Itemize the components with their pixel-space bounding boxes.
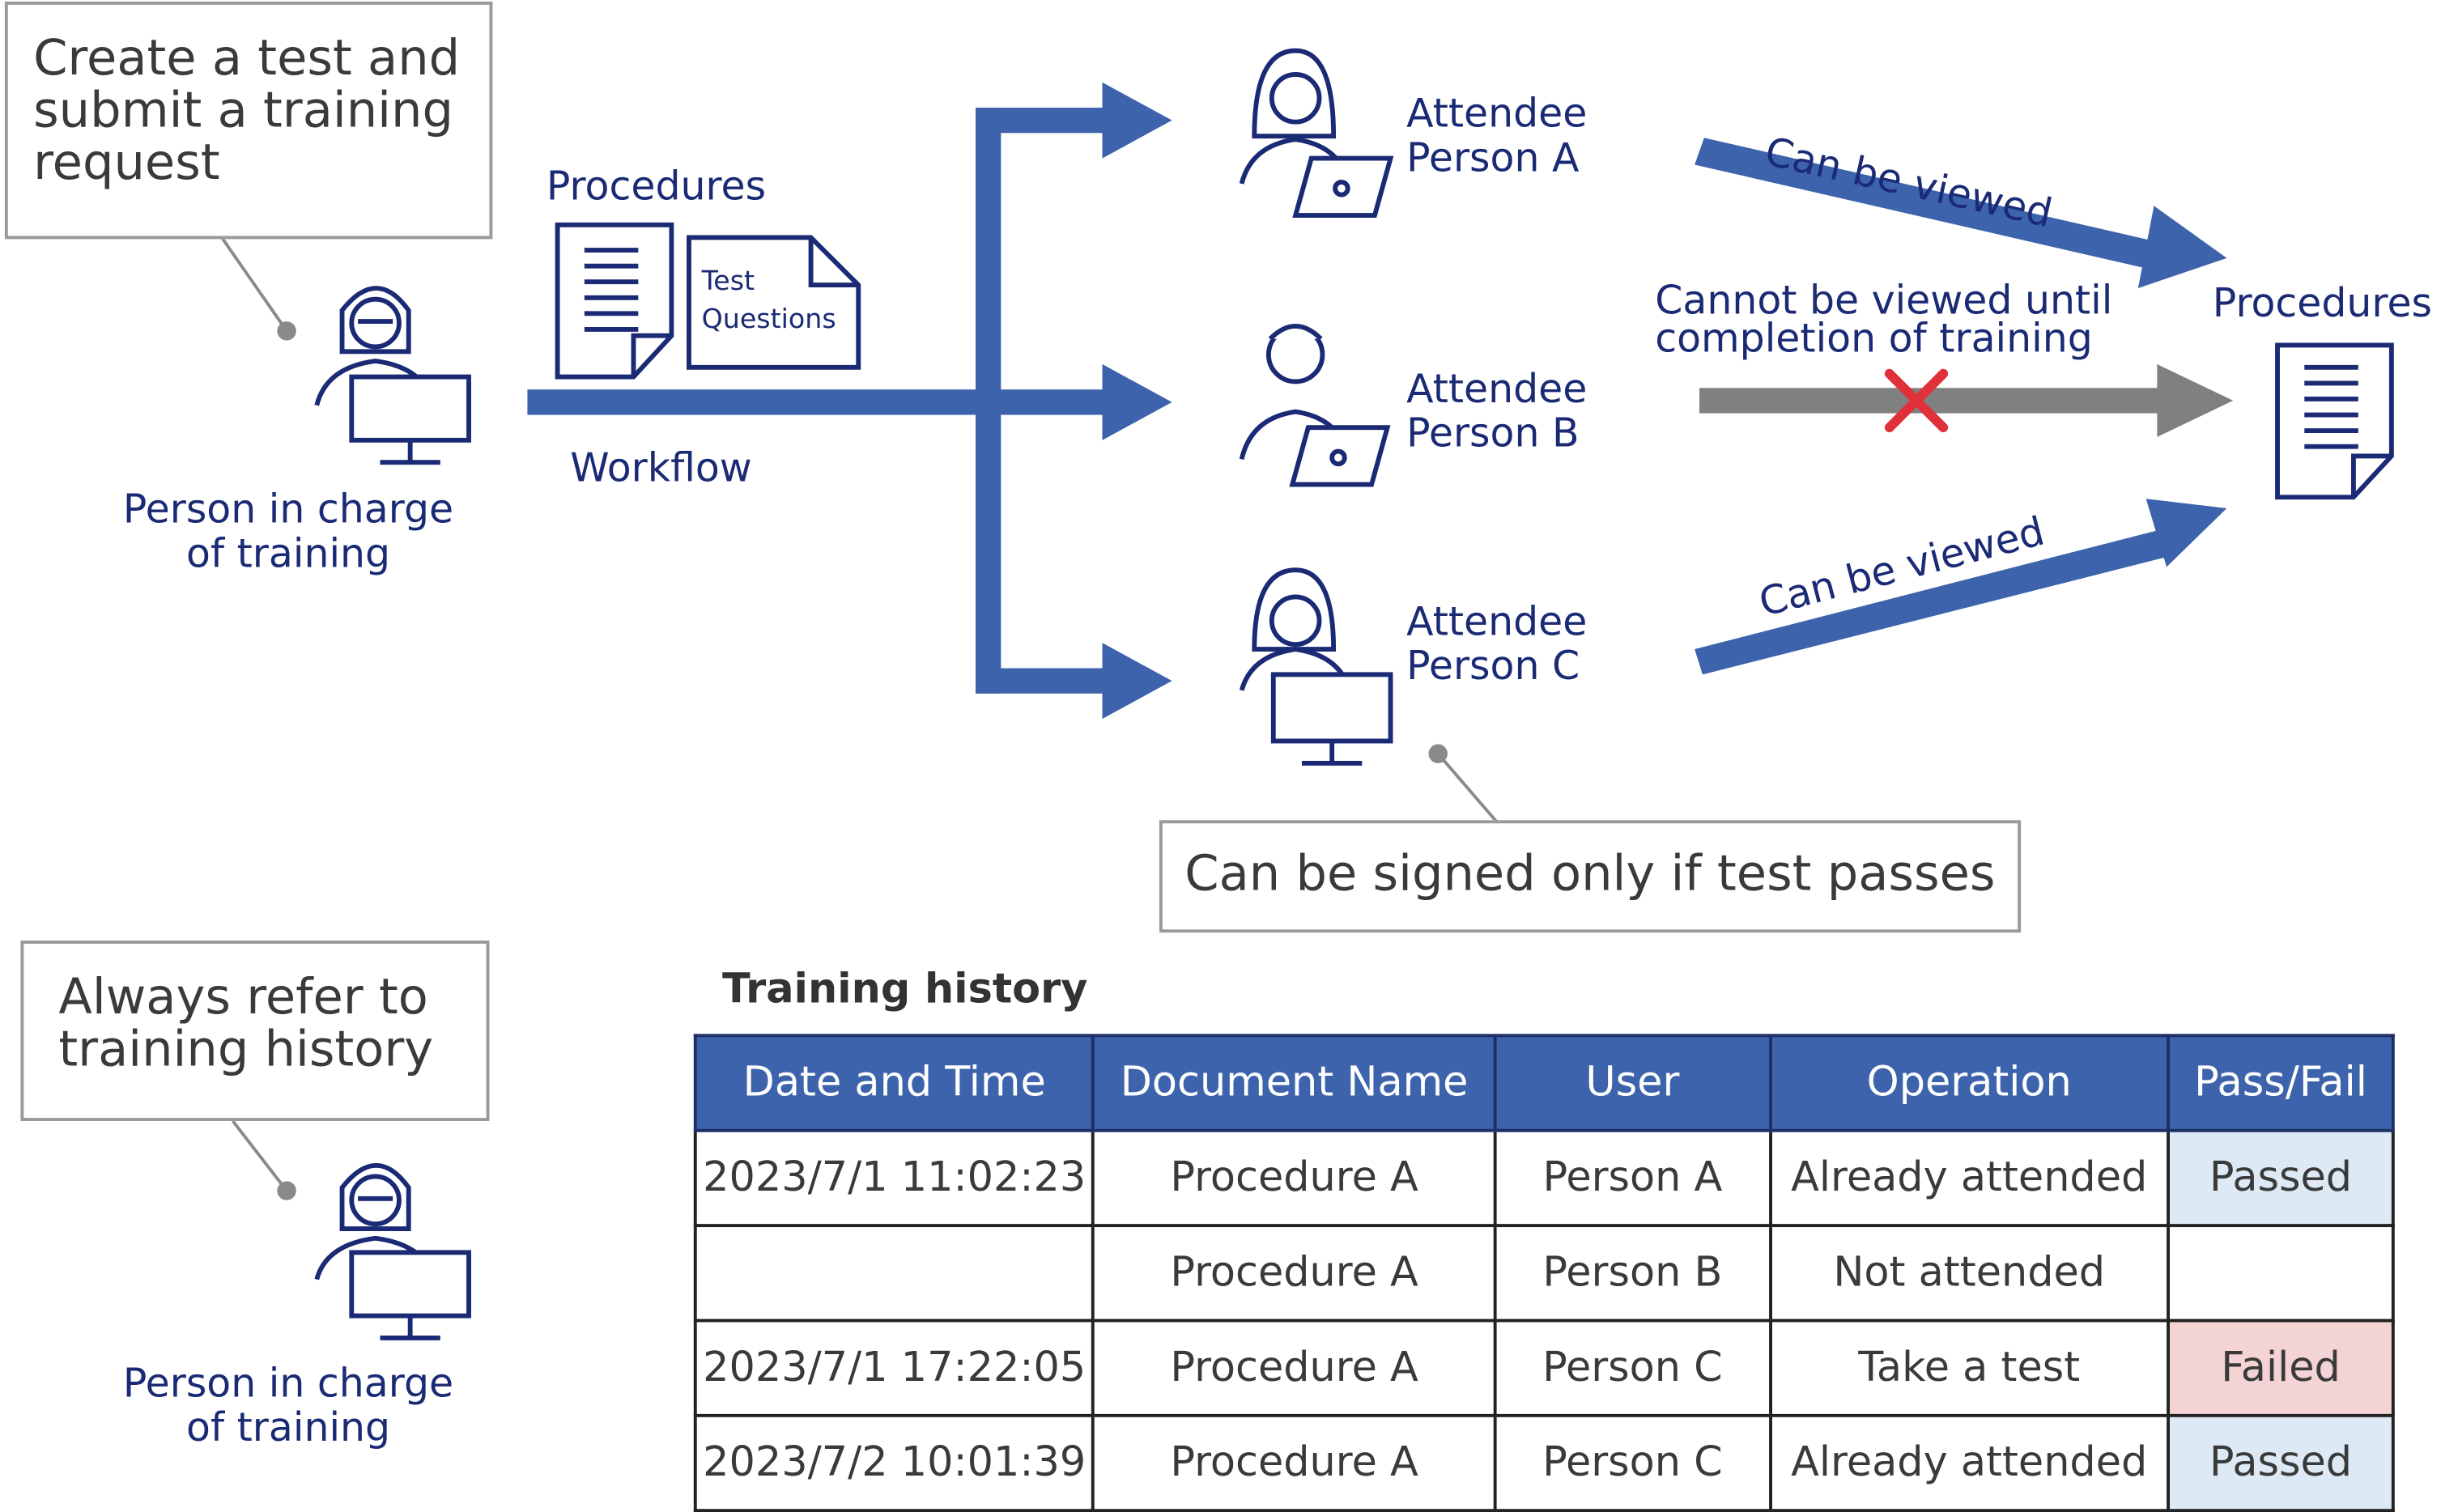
callout-pointer-history — [232, 1119, 296, 1200]
header-user: User — [1493, 1034, 1772, 1132]
cell-pass-fail — [2167, 1224, 2395, 1323]
cell-user: Person C — [1493, 1319, 1772, 1417]
callout-refer-history-text: Always refer to training history — [58, 969, 434, 1079]
callout-pointer-signed — [1428, 744, 1499, 823]
cell-date-time: 2023/7/1 11:02:23 — [693, 1128, 1095, 1228]
training-history-table: Date and Time Document Name User Operati… — [693, 1034, 2395, 1512]
callout-pointer-create — [220, 236, 296, 341]
cell-pass-fail: Passed — [2167, 1128, 2395, 1228]
callout-refer-history: Always refer to training history — [20, 940, 490, 1121]
access-b-label: Cannot be viewed until completion of tra… — [1655, 277, 2113, 362]
cell-operation: Take a test — [1768, 1319, 2171, 1417]
callout-signed: Can be signed only if test passes — [1159, 820, 2022, 933]
procedures-label: Procedures — [546, 163, 767, 210]
attendee-b-label: Attendee Person B — [1406, 365, 1588, 457]
cell-user: Person C — [1493, 1413, 1772, 1512]
target-procedures-label: Procedures — [2212, 280, 2433, 326]
cell-operation: Not attended — [1768, 1224, 2171, 1323]
header-pass-fail: Pass/Fail — [2167, 1034, 2395, 1132]
header-document-name: Document Name — [1091, 1034, 1497, 1132]
access-arrow-b — [1699, 363, 2234, 437]
access-arrow-a — [1695, 138, 2227, 289]
cell-document-name: Procedure A — [1091, 1128, 1497, 1228]
target-procedure-document-icon — [2275, 342, 2394, 500]
cell-document-name: Procedure A — [1091, 1224, 1497, 1323]
cell-user: Person B — [1493, 1224, 1772, 1323]
cell-operation: Already attended — [1768, 1128, 2171, 1228]
callout-create-test-text: Create a test and submit a training requ… — [33, 30, 461, 192]
attendee-c-icon — [1239, 567, 1393, 766]
table-row: 2023/7/2 10:01:39 Procedure A Person C A… — [693, 1413, 2395, 1512]
header-operation: Operation — [1768, 1034, 2171, 1132]
header-date-time: Date and Time — [693, 1034, 1095, 1132]
cell-document-name: Procedure A — [1091, 1413, 1497, 1512]
workflow-arrows — [527, 82, 1172, 720]
attendee-c-label: Attendee Person C — [1406, 598, 1588, 689]
cell-date-time: 2023/7/1 17:22:05 — [693, 1319, 1095, 1417]
cell-pass-fail: Passed — [2167, 1413, 2395, 1512]
test-questions-document-icon — [687, 235, 861, 370]
cell-operation: Already attended — [1768, 1413, 2171, 1512]
attendee-b-icon — [1239, 324, 1391, 487]
trainer-label: Person in charge of training — [122, 486, 454, 577]
trainer-icon — [314, 286, 471, 465]
callout-create-test: Create a test and submit a training requ… — [4, 1, 493, 240]
callout-signed-text: Can be signed only if test passes — [1184, 845, 1996, 903]
table-header-row: Date and Time Document Name User Operati… — [693, 1034, 2395, 1132]
cross-icon — [1884, 368, 1949, 433]
trainer-label-bottom: Person in charge of training — [122, 1360, 454, 1450]
workflow-label: Workflow — [570, 444, 752, 491]
table-row: Procedure A Person B Not attended — [693, 1224, 2395, 1323]
access-arrow-c — [1695, 499, 2227, 675]
cell-user: Person A — [1493, 1128, 1772, 1228]
cell-date-time: 2023/7/2 10:01:39 — [693, 1413, 1095, 1512]
procedure-document-icon — [555, 222, 674, 380]
table-row: 2023/7/1 17:22:05 Procedure A Person C T… — [693, 1319, 2395, 1417]
table-row: 2023/7/1 11:02:23 Procedure A Person A A… — [693, 1128, 2395, 1228]
test-questions-label: Test Questions — [701, 265, 836, 336]
cell-pass-fail: Failed — [2167, 1319, 2395, 1417]
cell-document-name: Procedure A — [1091, 1319, 1497, 1417]
training-history-title: Training history — [722, 966, 1088, 1013]
attendee-a-label: Attendee Person A — [1406, 90, 1588, 181]
attendee-a-icon — [1239, 48, 1394, 218]
cell-date-time — [693, 1224, 1095, 1323]
trainer-icon-bottom — [314, 1163, 471, 1340]
